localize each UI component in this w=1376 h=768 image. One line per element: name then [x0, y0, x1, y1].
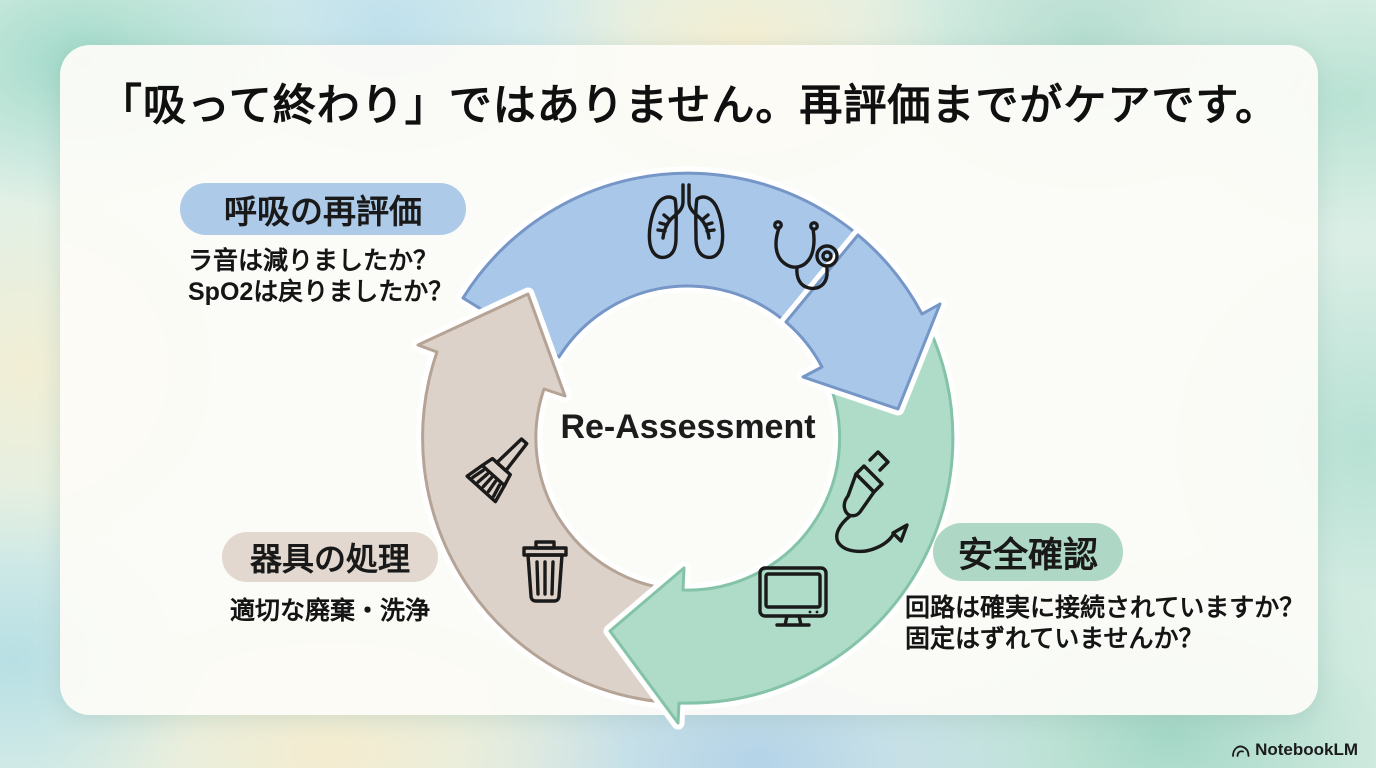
cycle-arc-beige	[416, 292, 685, 705]
lungs-icon	[647, 183, 725, 260]
cleaning-brush-icon	[465, 437, 529, 504]
note-line: ラ音は減りましたか？	[188, 247, 439, 275]
brand-text: NotebookLM	[1255, 740, 1358, 759]
cycle-diagram	[411, 166, 960, 730]
step-label-text: 安全確認	[957, 535, 1098, 575]
step-label-text: 器具の処理	[249, 541, 410, 577]
monitor-icon	[758, 566, 828, 627]
trash-can-icon	[522, 540, 568, 603]
notebooklm-watermark: NotebookLM	[1231, 740, 1358, 760]
note-line: 固定はずれていませんか？	[905, 625, 1204, 653]
step-note-respiratory: ラ音は減りましたか？ SpO2は戻りましたか？	[188, 246, 453, 308]
step-label-respiratory-reassessment: 呼吸の再評価	[180, 183, 466, 235]
note-line: 回路は確実に接続されていますか？	[905, 594, 1305, 622]
note-line: 適切な廃棄・洗浄	[229, 597, 430, 625]
note-line: SpO2は戻りましたか？	[188, 278, 454, 306]
cycle-center-label: Re-Assessment	[560, 408, 816, 446]
suction-device-icon	[835, 450, 909, 554]
step-label-equipment-disposal: 器具の処理	[222, 532, 438, 582]
slide-card: 「吸って終わり」ではありません。再評価までがケアです。	[60, 45, 1318, 730]
step-note-disposal: 適切な廃棄・洗浄	[222, 596, 438, 627]
step-label-safety-check: 安全確認	[933, 523, 1123, 581]
stethoscope-icon	[773, 220, 839, 291]
step-label-text: 呼吸の再評価	[224, 193, 422, 230]
slide-title: 「吸って終わり」ではありません。再評価までがケアです。	[98, 82, 1280, 130]
cycle-arc-disposal	[411, 287, 690, 710]
cycle-arc-green	[608, 312, 955, 725]
notebooklm-logo-icon	[1232, 745, 1250, 757]
step-note-safety: 回路は確実に接続されていますか？ 固定はずれていませんか？	[905, 593, 1304, 655]
cycle-arc-safety	[603, 307, 960, 730]
